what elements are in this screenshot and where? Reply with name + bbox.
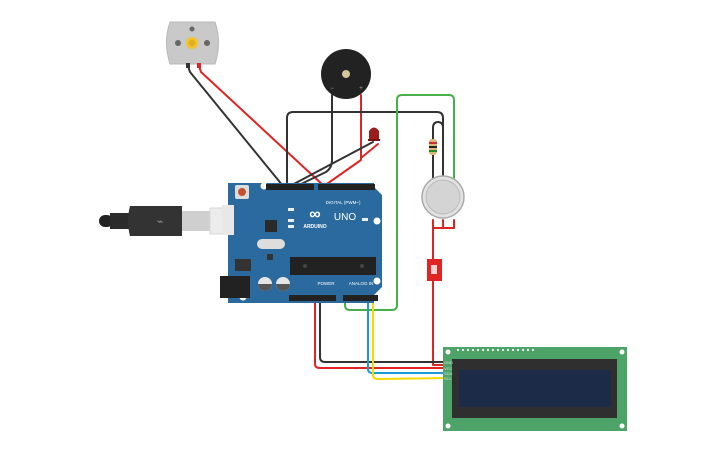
wire-led-red[interactable] (360, 143, 379, 159)
wire-lcd-scl[interactable] (372, 297, 448, 380)
wire-lcd-gnd[interactable] (319, 297, 448, 363)
resistor[interactable] (429, 139, 437, 155)
usb-cable: ⌁ (99, 206, 249, 236)
dc-motor[interactable] (166, 21, 219, 68)
buzzer-plus-label: + (359, 86, 363, 92)
analog-label: ANALOG IN (349, 281, 374, 286)
sound-sensor[interactable] (421, 175, 465, 219)
lcd-pin-scl: SCL (444, 376, 453, 381)
red-led[interactable] (368, 127, 380, 142)
wire-buzzer-plus[interactable] (323, 94, 362, 187)
lcd-pin-vcc: VCC (444, 366, 453, 371)
arduino-brand: ARDUINO (303, 224, 326, 230)
arduino-infinity-icon: ∞ (309, 206, 320, 223)
wire-motor-red[interactable] (198, 65, 325, 187)
power-label: POWER (317, 281, 335, 286)
analog-header[interactable] (343, 295, 378, 301)
wire-sensor-red[interactable] (432, 219, 455, 366)
buzzer-minus-label: − (330, 86, 334, 92)
digital-label: DIGITAL (PWM~) (326, 200, 361, 205)
wire-motor-black[interactable] (187, 65, 284, 187)
piezo-buzzer[interactable]: − + (321, 49, 371, 99)
lcd-display[interactable]: GND VCC SDA SCL (443, 347, 627, 431)
usb-icon: ⌁ (157, 216, 164, 228)
reset-button[interactable] (238, 188, 246, 196)
arduino-model: UNO (334, 212, 356, 223)
lcd-pin-header (457, 349, 534, 351)
wire-gnd-top[interactable] (286, 111, 444, 187)
wire-led-black[interactable] (289, 141, 374, 187)
slide-switch[interactable] (427, 259, 442, 281)
wire-lcd-vcc[interactable] (314, 297, 448, 369)
wire-resistor-loop[interactable] (432, 121, 444, 179)
wire-buzzer-minus[interactable] (296, 94, 333, 187)
arduino-uno[interactable]: DIGITAL (PWM~) ∞ ARDUINO UNO POWER ANALO… (220, 182, 382, 304)
lcd-pin-sda: SDA (444, 371, 453, 376)
lcd-pin-gnd: GND (444, 360, 453, 365)
power-header[interactable] (289, 295, 336, 301)
lcd-screen (459, 370, 611, 407)
wire-green[interactable] (344, 94, 455, 311)
